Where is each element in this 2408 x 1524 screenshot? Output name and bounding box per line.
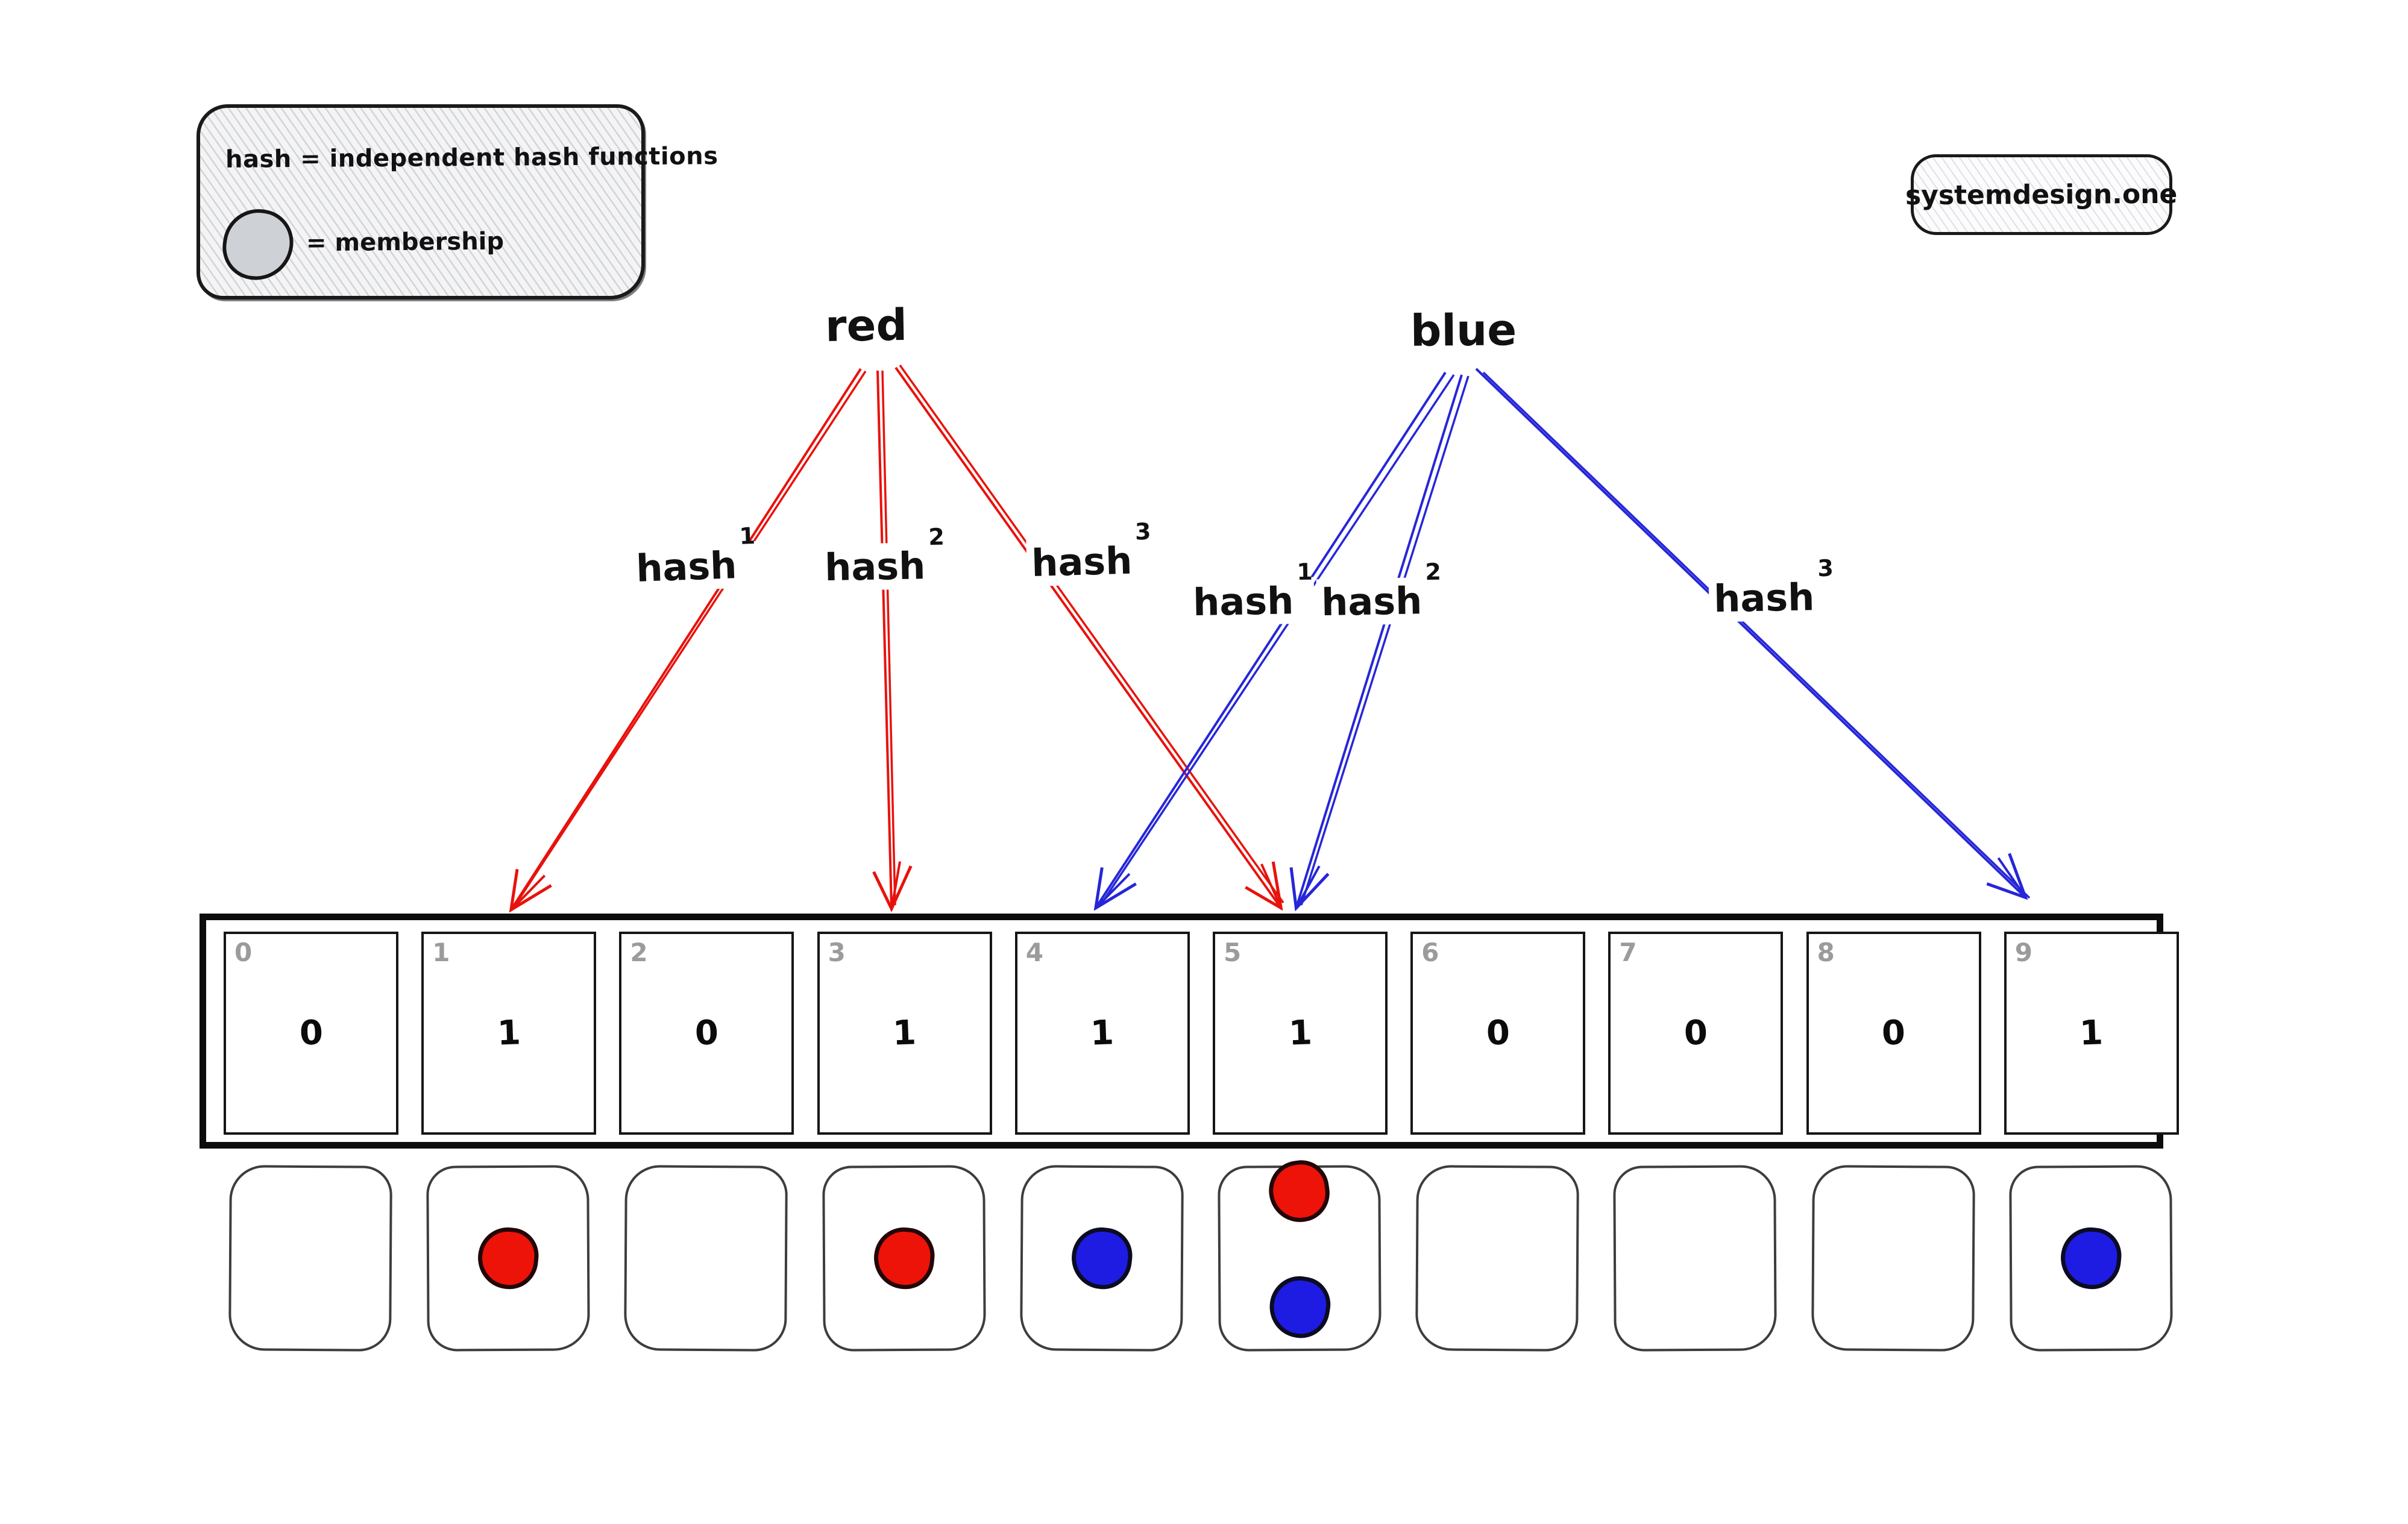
cell-value: 1: [2079, 1013, 2104, 1053]
arrow-blue-to-cell-9: [1475, 368, 2025, 897]
legend-box: hash = independent hash functions = memb…: [196, 104, 718, 299]
cell-value: 0: [1881, 1013, 1907, 1053]
hash-function-red-3: hash3: [1026, 518, 1154, 587]
hash-function-blue-3: hash3: [1708, 555, 1836, 622]
cell-index: 8: [1817, 938, 1835, 967]
hash-function-blue-1: hash1: [1187, 559, 1315, 626]
membership-circle-icon: [218, 204, 298, 285]
cell-value: 0: [694, 1013, 719, 1053]
cell-value: 0: [298, 1013, 324, 1053]
cell-index: 6: [1421, 938, 1439, 967]
arrow-red-to-cell-5: [894, 366, 1280, 907]
cell-value: 1: [1287, 1013, 1313, 1053]
cell-index: 9: [2014, 938, 2033, 967]
cell-index: 1: [432, 938, 450, 967]
arrow-red-to-cell-1: [512, 368, 862, 909]
arrow-blue-to-cell-5: [1297, 374, 1463, 907]
arrow-red-to-cell-3: [878, 370, 891, 908]
hash-function-blue-2: hash2: [1316, 559, 1444, 626]
arrow-blue-to-cell-4: [1096, 371, 1447, 907]
hash-function-red-1: hash1: [630, 522, 759, 592]
cell-index: 4: [1025, 938, 1044, 967]
cell-value: 0: [1683, 1013, 1708, 1053]
red-arrows: [512, 364, 1284, 909]
cell-index: 0: [234, 938, 253, 967]
cell-value: 1: [496, 1013, 521, 1053]
cell-value: 1: [1090, 1013, 1115, 1053]
legend-hash-definition: hash = independent hash functions: [225, 142, 718, 174]
cell-value: 0: [1485, 1013, 1511, 1053]
blue-arrows: [1096, 368, 2031, 907]
key-label-red: red: [819, 299, 914, 352]
hash-function-red-2: hash2: [819, 524, 947, 591]
key-label-blue: blue: [1404, 304, 1523, 356]
cell-index: 7: [1619, 938, 1637, 967]
cell-index: 3: [828, 938, 846, 967]
cell-index: 2: [630, 938, 648, 967]
legend-membership-definition: = membership: [306, 227, 505, 257]
cell-value: 1: [891, 1013, 917, 1053]
watermark-badge: systemdesign.one: [1905, 154, 2178, 235]
watermark-label: systemdesign.one: [1905, 178, 2178, 211]
cell-index: 5: [1224, 938, 1242, 967]
